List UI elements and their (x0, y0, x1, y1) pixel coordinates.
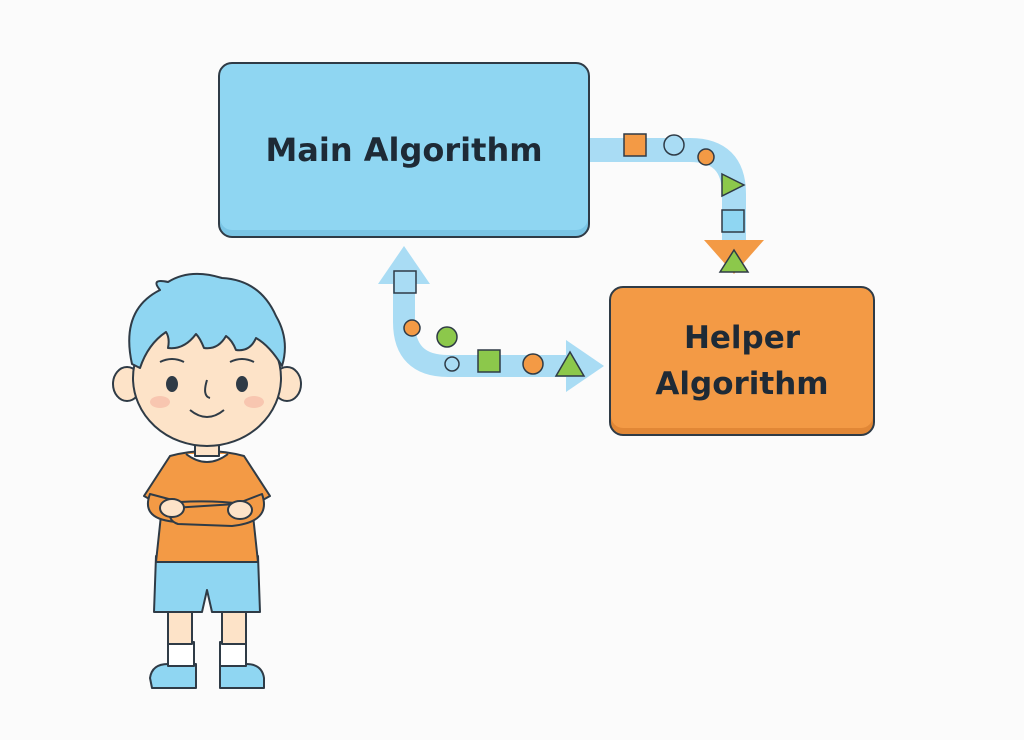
circle-token-icon (663, 134, 685, 156)
main-algorithm-label: Main Algorithm (265, 131, 543, 169)
arrow-return-loop (378, 246, 604, 392)
circle-token-icon (444, 356, 460, 372)
square-token-icon (721, 209, 745, 233)
triangle-token-icon (721, 172, 746, 198)
triangle-token-icon (718, 248, 750, 273)
boy-character-icon (112, 272, 302, 689)
circle-token-icon (697, 148, 715, 166)
arrow-head-icon (378, 246, 430, 284)
helper-algorithm-node: Helper Algorithm (609, 286, 875, 436)
square-token-icon (623, 133, 647, 157)
circle-token-icon (522, 353, 544, 375)
helper-algorithm-label-line2: Algorithm (655, 366, 829, 402)
helper-algorithm-label-line1: Helper (683, 320, 801, 356)
square-token-icon (393, 270, 417, 294)
arrow-main-to-helper (590, 133, 764, 274)
circle-token-icon (403, 319, 421, 337)
square-token-icon (477, 349, 501, 373)
arrow-head-icon (566, 340, 604, 392)
circle-token-icon (436, 326, 458, 348)
main-algorithm-node: Main Algorithm (218, 62, 590, 238)
triangle-token-icon (554, 350, 586, 377)
